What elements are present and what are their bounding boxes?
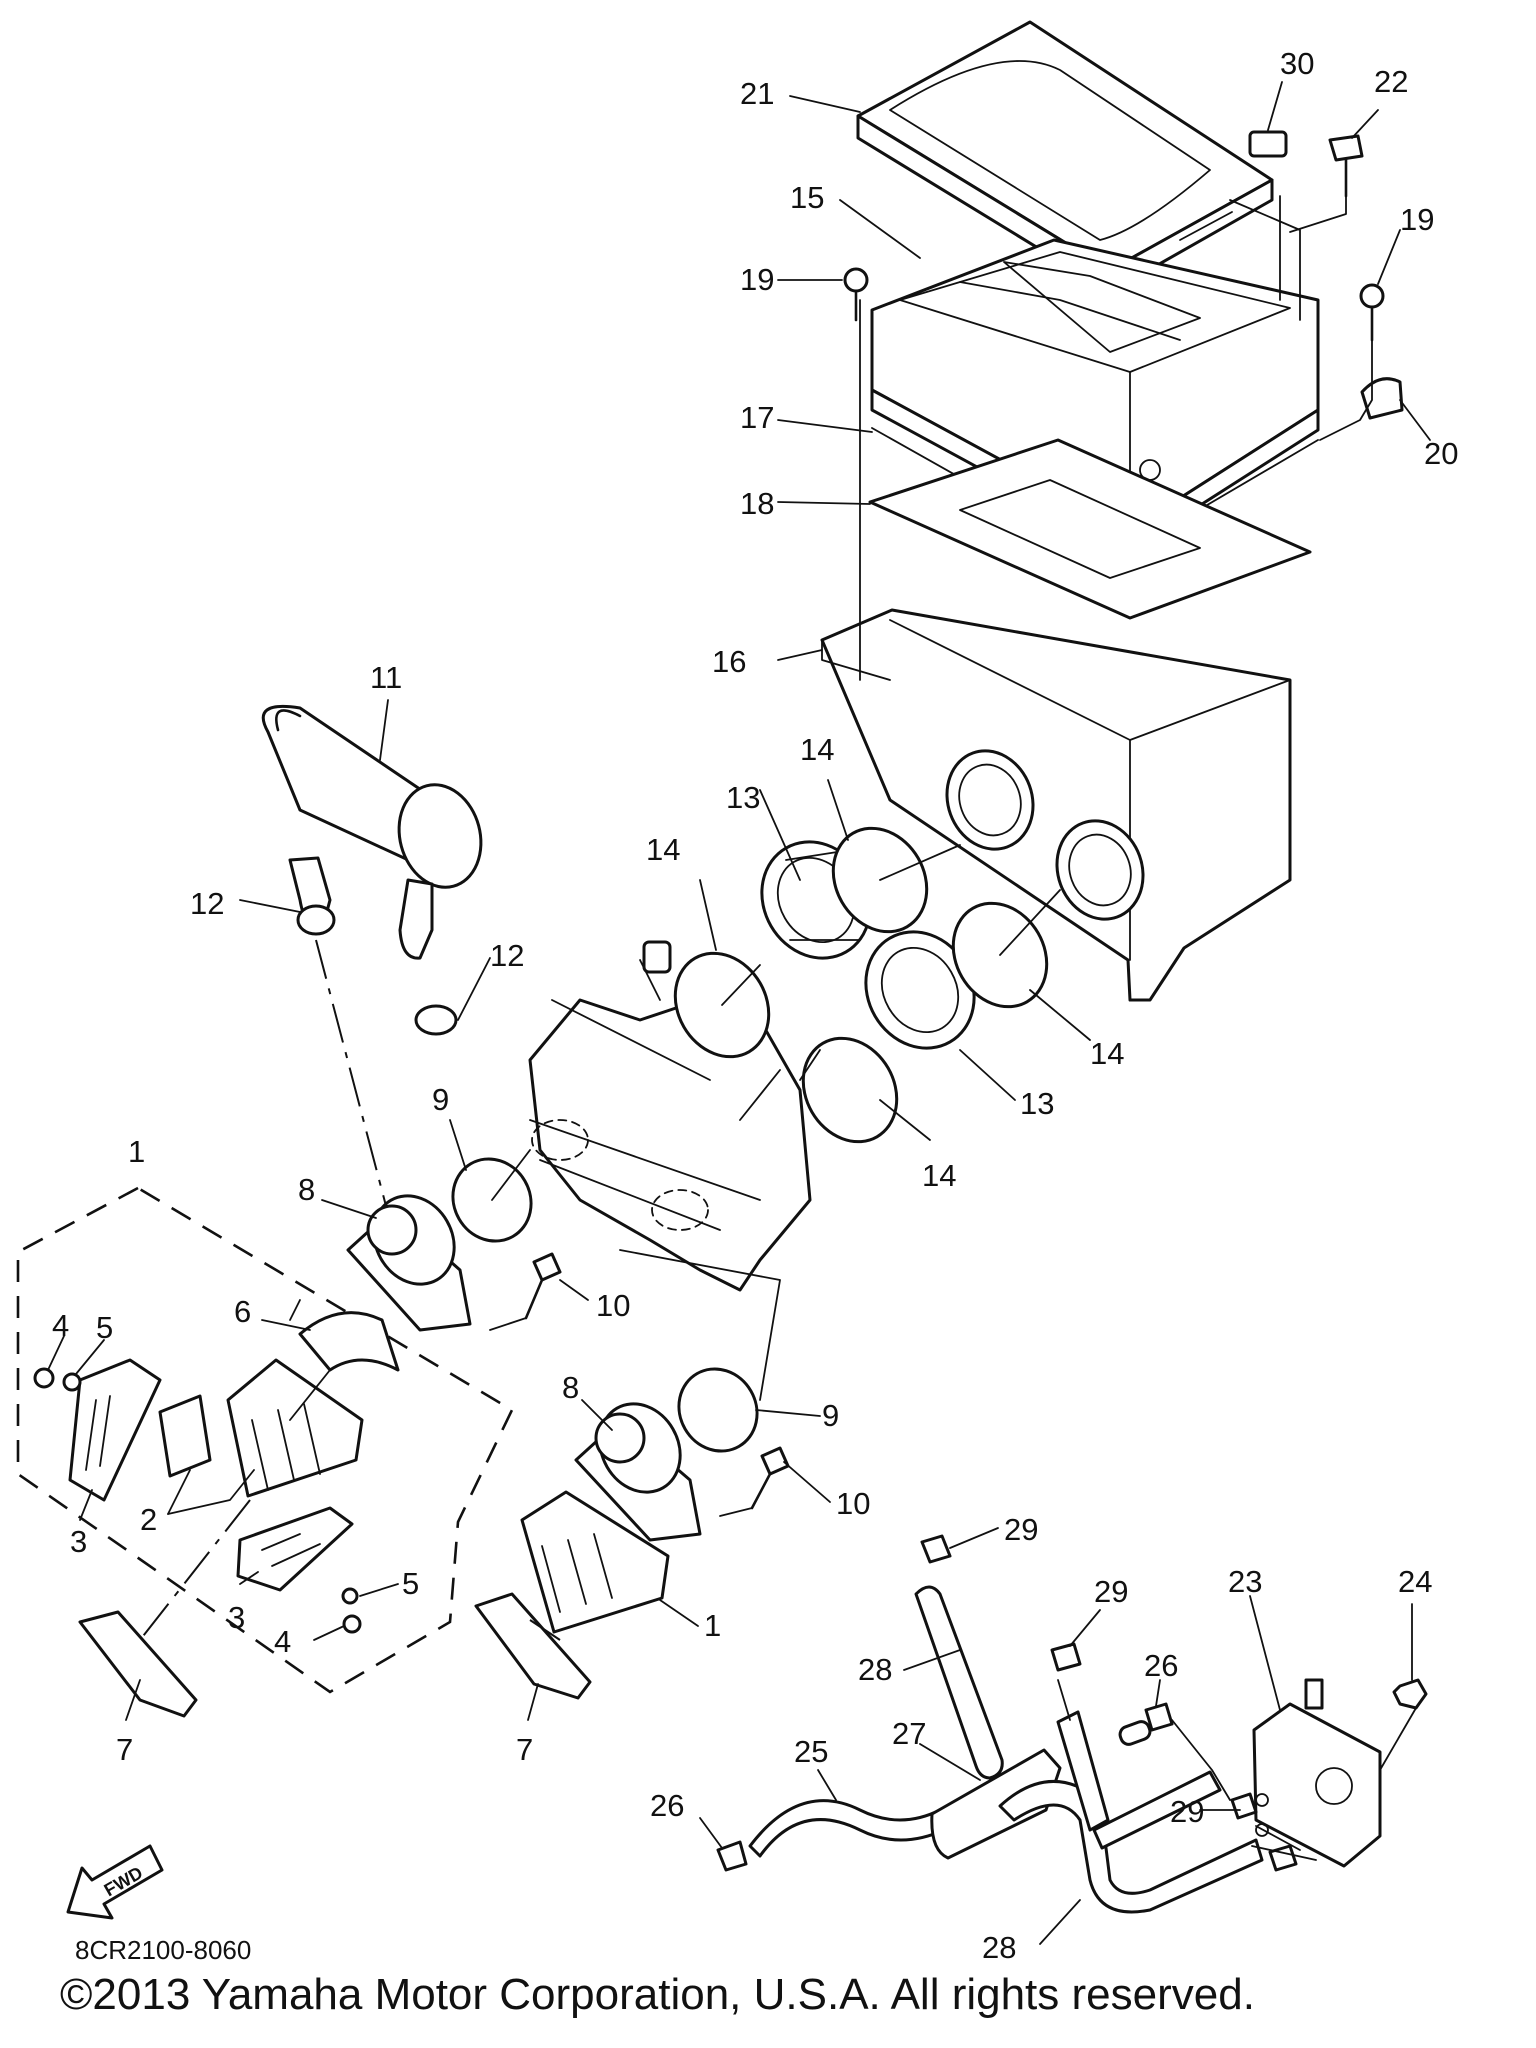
- callout-12-right: 12: [490, 938, 524, 973]
- clamp-12-left: [296, 904, 336, 936]
- hose-clip-26-a: [1144, 1702, 1174, 1732]
- callout-9-upper: 9: [432, 1082, 449, 1117]
- callout-11: 11: [370, 660, 402, 695]
- callout-29-b: 29: [1094, 1574, 1128, 1609]
- callout-19-left: 19: [740, 262, 774, 297]
- callout-14-d: 14: [922, 1158, 956, 1193]
- callout-4-lower: 4: [274, 1624, 291, 1659]
- filter-18: [868, 438, 1312, 620]
- hose-clip-29-d: [1268, 1844, 1298, 1872]
- bolt-22: [1328, 134, 1364, 198]
- fuel-hose-right: [1092, 1770, 1222, 1850]
- reed-plate-3-left: [68, 1358, 162, 1502]
- hose-clip-29-b: [1050, 1642, 1082, 1672]
- callout-5-lower: 5: [402, 1566, 419, 1601]
- nut-24: [1392, 1678, 1428, 1710]
- callout-10-upper: 10: [596, 1288, 630, 1323]
- intake-silencer-11: [261, 704, 483, 960]
- callout-14-a: 14: [800, 732, 834, 767]
- callout-9-lower: 9: [822, 1398, 839, 1433]
- reed-plate-3-lower: [236, 1506, 354, 1592]
- callout-29-a: 29: [1004, 1512, 1038, 1547]
- callout-15: 15: [790, 180, 824, 215]
- fwd-arrow-icon: FWD: [66, 1844, 164, 1920]
- callout-25: 25: [794, 1734, 828, 1769]
- hose-stub: [1118, 1720, 1152, 1746]
- callout-4-upper: 4: [52, 1308, 69, 1343]
- carburetor-assembly: [528, 940, 812, 1292]
- washer-5-lower: [341, 1587, 359, 1605]
- callout-6: 6: [234, 1294, 251, 1329]
- callout-22: 22: [1374, 64, 1408, 99]
- copyright-notice: ©2013 Yamaha Motor Corporation, U.S.A. A…: [60, 1970, 1255, 2019]
- callout-8-lower: 8: [562, 1370, 579, 1405]
- callout-19-right: 19: [1400, 202, 1434, 237]
- callout-29-c: 29: [1170, 1794, 1204, 1829]
- gasket-7-right: [474, 1592, 592, 1700]
- callout-7-left: 7: [116, 1732, 133, 1767]
- callout-23: 23: [1228, 1564, 1262, 1599]
- callout-10-lower: 10: [836, 1486, 870, 1521]
- bolt-10-lower: [750, 1446, 790, 1510]
- fuel-hose-center: [1056, 1710, 1110, 1832]
- callout-7-right: 7: [516, 1732, 533, 1767]
- intake-manifold-8-upper: [346, 1194, 472, 1332]
- screw-19-left: [843, 267, 869, 322]
- assembly-lines: [139, 195, 1417, 1861]
- reed-valve-assembly-1: [520, 1490, 670, 1634]
- callout-16: 16: [712, 644, 746, 679]
- screw-19-right: [1359, 283, 1385, 342]
- screw-4-upper: [33, 1367, 55, 1389]
- reed-valve-2: [226, 1358, 364, 1498]
- callout-14-c: 14: [1090, 1036, 1124, 1071]
- callout-8-upper: 8: [298, 1172, 315, 1207]
- callout-26-b: 26: [650, 1788, 684, 1823]
- washer-5-upper: [62, 1372, 82, 1392]
- callout-24: 24: [1398, 1564, 1432, 1599]
- callout-1-assembly: 1: [704, 1608, 721, 1643]
- callout-26-a: 26: [1144, 1648, 1178, 1683]
- callout-2: 2: [140, 1502, 157, 1537]
- screw-4-lower: [342, 1614, 362, 1634]
- callout-17: 17: [740, 400, 774, 435]
- callout-18: 18: [740, 486, 774, 521]
- reed-stopper-6: [298, 1311, 400, 1372]
- callout-3-upper: 3: [70, 1524, 87, 1559]
- clamp-9-lower: [677, 1367, 759, 1453]
- callout-30: 30: [1280, 46, 1314, 81]
- callout-13-b: 13: [1020, 1086, 1054, 1121]
- plug-30: [1248, 130, 1288, 158]
- clip-20: [1360, 377, 1404, 420]
- callout-21: 21: [740, 76, 774, 111]
- callout-5-upper: 5: [96, 1310, 113, 1345]
- clamp-12-right: [414, 1004, 458, 1036]
- hose-clip-26-b: [716, 1840, 748, 1872]
- hose-clamp-14-d: [801, 1036, 899, 1144]
- callout-1-kit: 1: [128, 1134, 145, 1169]
- reed-valve-kit-boundary: [16, 1186, 514, 1694]
- fuel-pump-23: [1252, 1678, 1382, 1868]
- fuel-hose-28-upper: [914, 1585, 1004, 1780]
- hose-clip-29-c: [1230, 1792, 1258, 1820]
- hose-clip-29-a: [920, 1534, 952, 1564]
- callout-28-lower: 28: [982, 1930, 1016, 1965]
- callout-13-a: 13: [726, 780, 760, 815]
- callout-20: 20: [1424, 436, 1458, 471]
- diagram-code: 8CR2100-8060: [75, 1935, 252, 1965]
- callout-12-left: 12: [190, 886, 224, 921]
- gasket-7-left: [78, 1610, 198, 1718]
- callout-27: 27: [892, 1716, 926, 1751]
- air-box-lower-case-16: [820, 608, 1292, 1002]
- fuel-hose-25: [748, 1799, 946, 1858]
- fuel-hose-28-lower: [998, 1780, 1264, 1914]
- leader-lines: [47, 81, 1431, 1945]
- callout-3-lower: 3: [228, 1600, 245, 1635]
- intake-manifold-8-lower: [574, 1402, 702, 1542]
- callout-14-b: 14: [646, 832, 680, 867]
- callout-28-upper: 28: [858, 1652, 892, 1687]
- bolt-10-upper: [524, 1252, 562, 1320]
